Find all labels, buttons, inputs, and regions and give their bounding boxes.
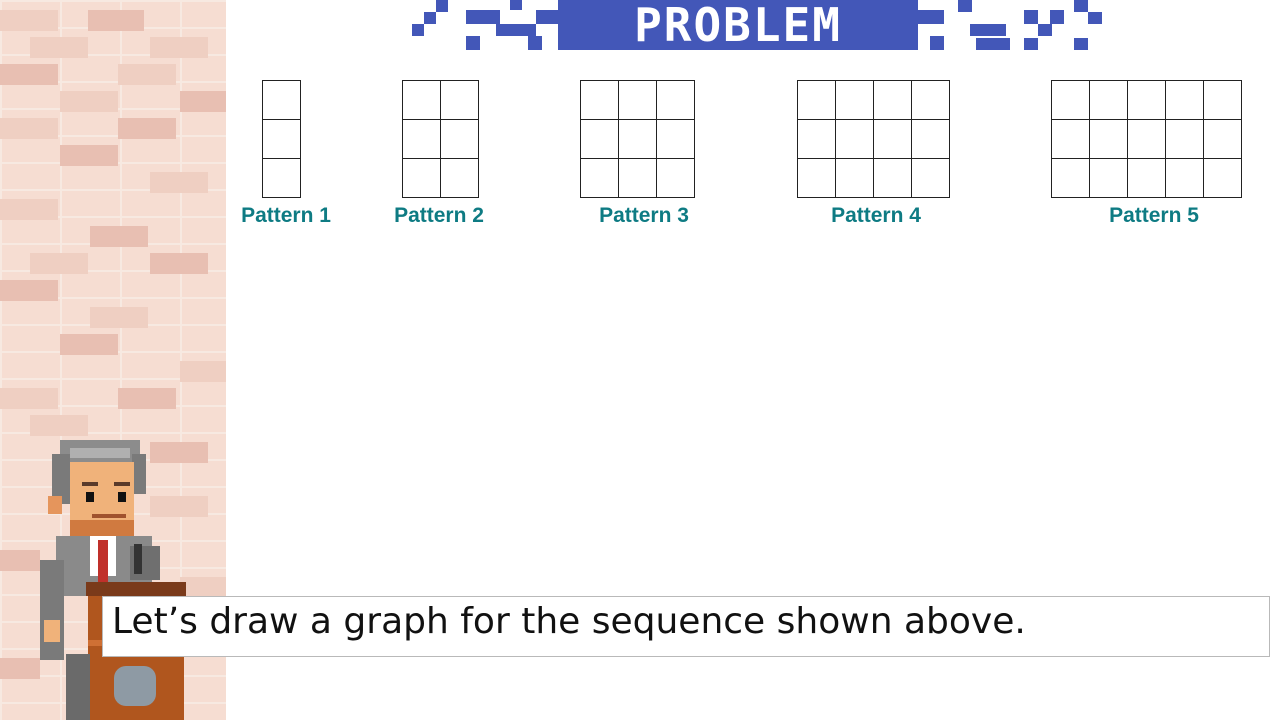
brick-wall-background xyxy=(0,0,226,720)
pattern-cell xyxy=(798,120,836,159)
pattern-cell xyxy=(1052,81,1090,120)
pattern-cell xyxy=(1052,159,1090,198)
pattern-cell xyxy=(619,81,657,120)
banner-title-bar xyxy=(558,0,918,50)
pattern-cell xyxy=(1090,120,1128,159)
pattern-cell xyxy=(657,159,695,198)
pattern-cell xyxy=(836,81,874,120)
pattern-cell xyxy=(798,81,836,120)
caption-text: Let’s draw a graph for the sequence show… xyxy=(112,601,1026,642)
caption-box: Let’s draw a graph for the sequence show… xyxy=(102,596,1270,657)
pattern-3-grid xyxy=(580,80,695,198)
pattern-cell xyxy=(1166,159,1204,198)
pattern-cell xyxy=(874,120,912,159)
pattern-cell xyxy=(874,159,912,198)
pattern-cell xyxy=(581,120,619,159)
teacher-character xyxy=(40,440,200,720)
pattern-5-label: Pattern 5 xyxy=(1109,204,1199,227)
pattern-1-grid xyxy=(262,80,301,198)
pattern-cell xyxy=(1128,120,1166,159)
pattern-cell xyxy=(263,159,301,198)
pattern-5-grid xyxy=(1051,80,1242,198)
pattern-cell xyxy=(441,159,479,198)
problem-banner: PROBLEM xyxy=(410,0,1105,54)
pattern-cell xyxy=(403,81,441,120)
pattern-1-label: Pattern 1 xyxy=(241,204,331,227)
pattern-cell xyxy=(912,120,950,159)
pattern-cell xyxy=(912,81,950,120)
pattern-cell xyxy=(836,120,874,159)
pattern-cell xyxy=(1052,120,1090,159)
pattern-cell xyxy=(581,81,619,120)
pattern-cell xyxy=(798,159,836,198)
pattern-cell xyxy=(1204,120,1242,159)
pattern-cell xyxy=(874,81,912,120)
pattern-cell xyxy=(1166,81,1204,120)
pattern-cell xyxy=(263,120,301,159)
pattern-cell xyxy=(441,81,479,120)
pattern-cell xyxy=(657,81,695,120)
pattern-cell xyxy=(912,159,950,198)
pattern-cell xyxy=(657,120,695,159)
pattern-cell xyxy=(1090,81,1128,120)
pattern-cell xyxy=(263,81,301,120)
pattern-cell xyxy=(1090,159,1128,198)
banner-title: PROBLEM xyxy=(634,0,842,52)
pattern-cell xyxy=(836,159,874,198)
pattern-2-grid xyxy=(402,80,479,198)
pattern-cell xyxy=(581,159,619,198)
pattern-4-grid xyxy=(797,80,950,198)
pattern-2-label: Pattern 2 xyxy=(394,204,484,227)
pattern-4-label: Pattern 4 xyxy=(831,204,921,227)
pattern-cell xyxy=(1204,81,1242,120)
pattern-cell xyxy=(1204,159,1242,198)
pattern-cell xyxy=(1128,159,1166,198)
pattern-3-label: Pattern 3 xyxy=(599,204,689,227)
pattern-cell xyxy=(619,120,657,159)
pattern-cell xyxy=(403,120,441,159)
pattern-cell xyxy=(403,159,441,198)
pattern-cell xyxy=(1166,120,1204,159)
pattern-cell xyxy=(619,159,657,198)
pattern-cell xyxy=(1128,81,1166,120)
pattern-cell xyxy=(441,120,479,159)
